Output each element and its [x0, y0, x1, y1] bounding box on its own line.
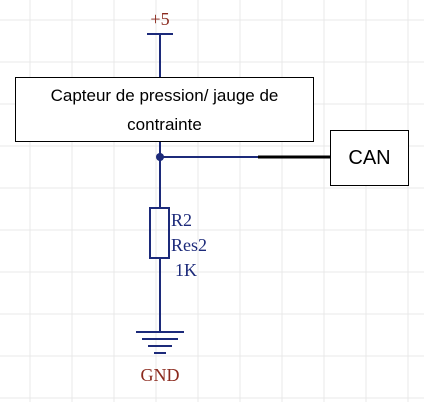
junction-dot: [156, 153, 164, 161]
power-label: +5: [150, 9, 169, 29]
resistor-value: 1K: [175, 260, 197, 280]
can-output-block: CAN: [330, 130, 409, 186]
sensor-block: Capteur de pression/ jauge de contrainte: [15, 77, 314, 142]
resistor-designator: R2: [171, 210, 192, 230]
can-label: CAN: [348, 146, 391, 169]
ground-label: GND: [141, 365, 180, 385]
resistor-type: Res2: [171, 235, 207, 255]
sensor-label: Capteur de pression/ jauge de contrainte: [50, 85, 279, 134]
resistor-body: [149, 207, 170, 259]
